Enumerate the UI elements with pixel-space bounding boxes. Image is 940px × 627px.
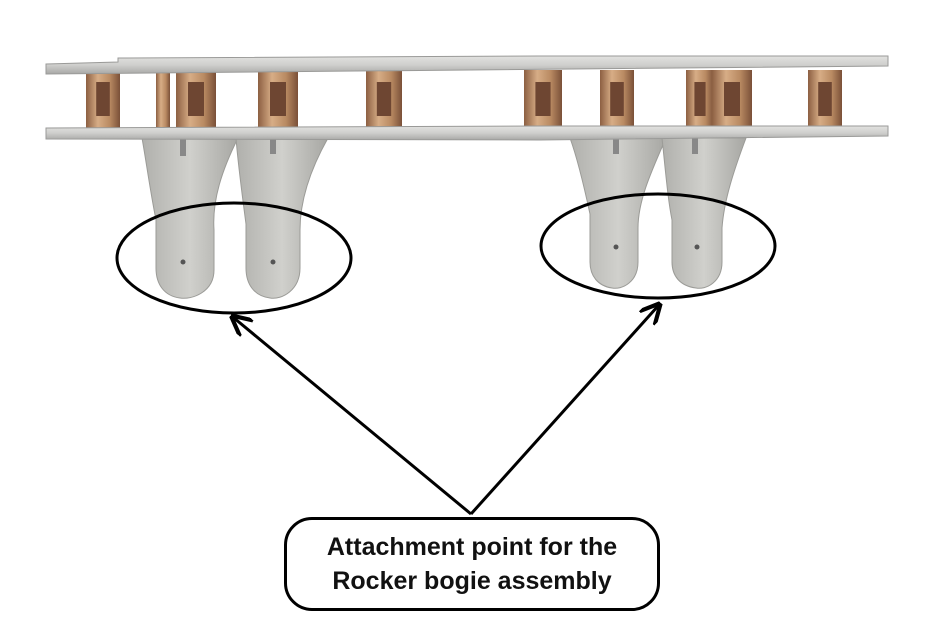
arrow-up-icon [234, 318, 472, 516]
standoff-window [535, 82, 551, 116]
standoff-window [376, 82, 392, 116]
mount-hole [694, 244, 700, 250]
standoff [156, 70, 170, 128]
standoff-window [188, 82, 204, 116]
callout-line-1: Attachment point for the [326, 533, 618, 561]
mount-hole [180, 259, 186, 265]
bracket-plate [661, 137, 747, 289]
standoff-window [694, 82, 706, 116]
standoff-window [96, 82, 110, 116]
left-attachment-highlight [115, 201, 353, 315]
bolt [270, 138, 276, 154]
chassis-plates [45, 55, 889, 141]
bolt [692, 138, 698, 154]
bolt [613, 138, 619, 154]
callout-box: Attachment point for the Rocker bogie as… [284, 517, 660, 611]
standoff-window [270, 82, 286, 116]
standoff-window [610, 82, 624, 116]
standoff-window [724, 82, 740, 116]
standoff-window [818, 82, 832, 116]
right-attachment-highlight [539, 192, 777, 300]
mount-hole [270, 259, 276, 265]
left-bracket-pair [141, 137, 329, 299]
right-bracket-pair [569, 137, 747, 289]
top-plate [45, 55, 889, 75]
mount-hole [613, 244, 619, 250]
standoff-row [86, 70, 842, 128]
callout-line-2: Rocker bogie assembly [332, 567, 612, 595]
bottom-plate [45, 125, 889, 141]
bracket-plate [569, 137, 667, 289]
bracket-plate [235, 137, 329, 299]
bracket-plate [141, 137, 239, 299]
arrow-up-icon [469, 306, 658, 516]
bolt [180, 138, 186, 156]
